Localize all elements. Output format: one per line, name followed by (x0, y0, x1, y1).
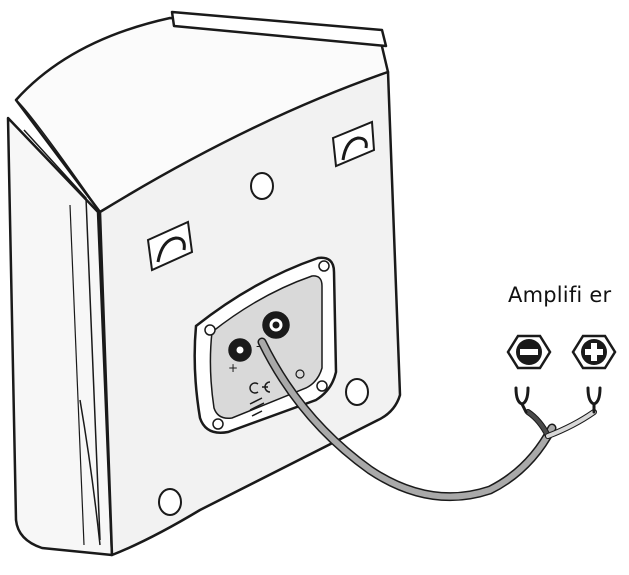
speaker-cabinet (6, 10, 402, 557)
minus-icon (520, 349, 538, 355)
speaker-terminal-plus-mark: + (228, 361, 238, 375)
wall-bracket-left (146, 220, 194, 272)
wall-bracket-right (331, 120, 376, 168)
amplifier-positive-terminal (571, 334, 617, 370)
spade-connector-negative (514, 386, 530, 414)
spade-connector-positive (586, 386, 602, 414)
speaker-cable (257, 337, 597, 502)
amplifier-label: Amplifi er (508, 283, 612, 307)
speaker-terminal-minus-mark: - (256, 339, 260, 353)
amplifier-negative-terminal (506, 334, 552, 370)
speaker-binding-post-red (262, 311, 290, 339)
mounting-holes (158, 172, 369, 516)
plus-icon (585, 343, 603, 361)
ce-mark-icon (249, 381, 271, 394)
recycle-mark-icon (295, 369, 305, 379)
speaker-side-panel (6, 116, 114, 557)
speaker-binding-post-black (228, 338, 252, 362)
plate-fine-print (249, 397, 265, 417)
